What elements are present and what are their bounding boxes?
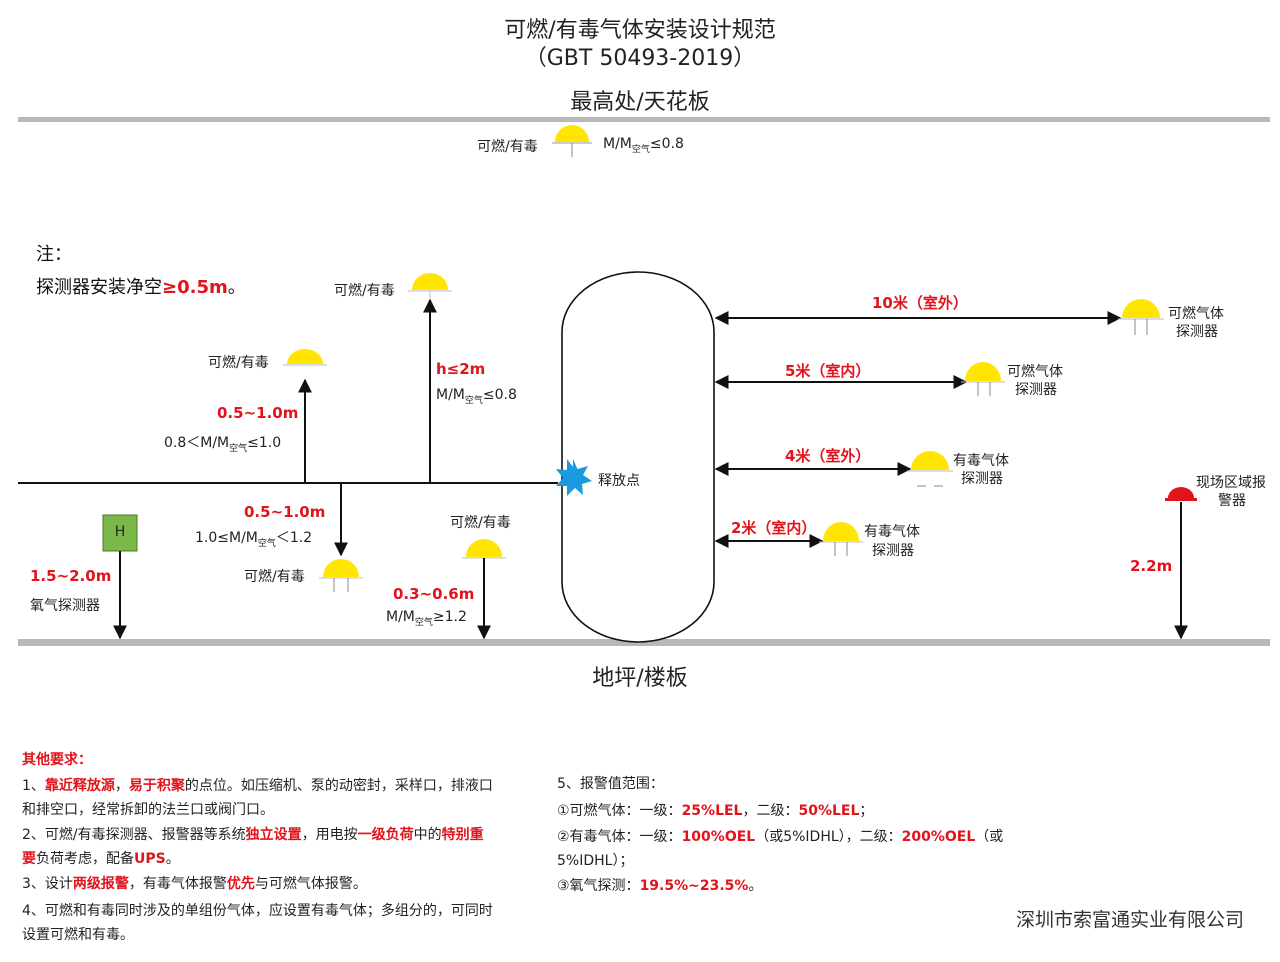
- detector-d2-icon: [408, 273, 452, 298]
- r2-label-b: 探测器: [1015, 382, 1057, 398]
- note-text: 探测器安装净空≥0.5m。: [36, 277, 246, 298]
- detector-top-icon: [552, 125, 592, 157]
- d4-distance: 0.3~0.6m: [393, 585, 475, 603]
- oxygen-detector-icon: [102, 514, 138, 552]
- d2-label: 可燃/有毒: [334, 283, 395, 299]
- d4-ratio: M/M空气≥1.2: [386, 609, 467, 628]
- area-alarm-icon: [1165, 487, 1197, 501]
- r4-distance: 2米（室内）: [731, 519, 817, 537]
- detector-r4-icon: [819, 522, 863, 556]
- alarm-label-b: 警器: [1218, 493, 1246, 509]
- release-point-icon: [556, 459, 592, 496]
- d3-label: 可燃/有毒: [244, 569, 305, 585]
- detector-d3-icon: [319, 559, 363, 592]
- release-point-label: 释放点: [598, 473, 640, 489]
- top-detector-label: 可燃/有毒: [477, 139, 538, 155]
- d1-distance: 0.5~1.0m: [217, 404, 299, 422]
- requirements-heading: 其他要求：: [22, 752, 92, 768]
- alarm-label-a: 现场区域报: [1196, 475, 1266, 491]
- alarm-range-toxic: ②有毒气体：一级：100%OEL（或5%IDHL），二级：200%OEL（或 5…: [557, 829, 1004, 869]
- alarm-ranges-heading: 5、报警值范围：: [557, 776, 664, 792]
- detector-r2-icon: [961, 362, 1005, 396]
- requirement-item-3: 3、设计两级报警，有毒气体报警优先与可燃气体报警。: [22, 876, 367, 892]
- note-heading: 注：: [36, 244, 72, 265]
- r3-distance: 4米（室外）: [785, 447, 871, 465]
- alarm-range-oxygen: ③氧气探测：19.5%~23.5%。: [557, 878, 763, 894]
- d3-distance: 0.5~1.0m: [244, 503, 326, 521]
- detector-d4-icon: [462, 539, 506, 559]
- d1-label: 可燃/有毒: [208, 355, 269, 371]
- detector-d1-icon: [283, 349, 327, 366]
- ceiling-band: [18, 117, 1270, 122]
- page-title: 可燃/有毒气体安装设计规范: [504, 18, 776, 43]
- requirement-item-4: 4、可燃和有毒同时涉及的单组份气体，应设置有毒气体；多组分的，可同时 设置可燃和…: [22, 903, 493, 943]
- d2-distance: h≤2m: [436, 360, 486, 378]
- d3-ratio: 1.0≤M/M空气＜1.2: [195, 530, 313, 549]
- floor-label: 地坪/楼板: [592, 666, 688, 691]
- r3-label-a: 有毒气体: [953, 453, 1009, 469]
- d4-label: 可燃/有毒: [450, 515, 511, 531]
- detector-r1-icon: [1118, 299, 1164, 335]
- r2-distance: 5米（室内）: [785, 362, 871, 380]
- oxygen-distance: 1.5~2.0m: [30, 567, 112, 585]
- requirement-item-1: 1、靠近释放源，易于积聚的点位。如压缩机、泵的动密封，采样口，排液口 和排空口，…: [22, 778, 493, 818]
- r4-label-b: 探测器: [872, 543, 914, 559]
- ceiling-label: 最高处/天花板: [570, 90, 710, 115]
- alarm-distance: 2.2m: [1130, 557, 1173, 575]
- requirement-item-2: 2、可燃/有毒探测器、报警器等系统独立设置，用电按一级负荷中的特别重 要负荷考虑…: [22, 827, 484, 867]
- r2-label-a: 可燃气体: [1007, 364, 1063, 380]
- oxygen-badge: H: [114, 524, 126, 540]
- r4-label-a: 有毒气体: [864, 524, 920, 540]
- top-detector-ratio: M/M空气≤0.8: [603, 136, 684, 155]
- oxygen-label: 氧气探测器: [30, 598, 100, 614]
- r1-label-b: 探测器: [1176, 324, 1218, 340]
- r3-label-b: 探测器: [961, 471, 1003, 487]
- d2-ratio: M/M空气≤0.8: [436, 387, 517, 406]
- r1-label-a: 可燃气体: [1168, 306, 1224, 322]
- r1-distance: 10米（室外）: [872, 294, 968, 312]
- d1-ratio: 0.8＜M/M空气≤1.0: [164, 435, 282, 454]
- detector-r3-icon: [907, 451, 953, 487]
- alarm-range-combustible: ①可燃气体：一级：25%LEL，二级：50%LEL；: [557, 803, 874, 819]
- vessel: [561, 271, 715, 643]
- page-subtitle: （GBT 50493-2019）: [524, 46, 756, 71]
- company-name: 深圳市索富通实业有限公司: [1016, 909, 1245, 931]
